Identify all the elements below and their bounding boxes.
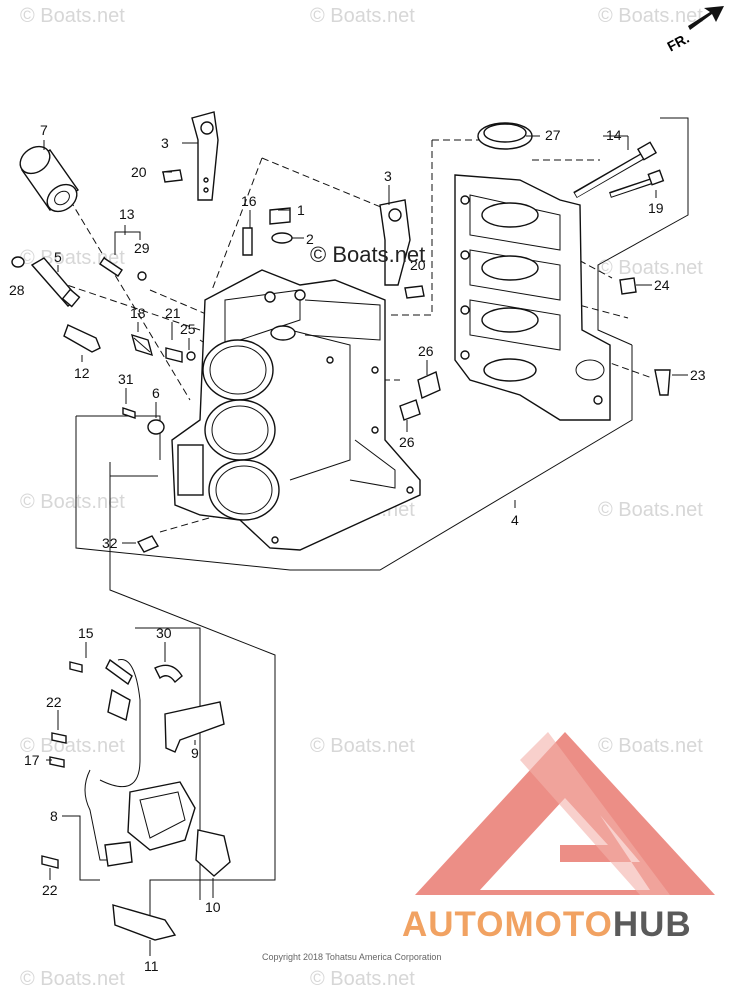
callout-8: 8 — [50, 808, 58, 824]
watermark: © Boats.net — [598, 499, 703, 521]
callout-31: 31 — [118, 371, 134, 387]
callout-6: 6 — [152, 385, 160, 401]
group-outline-4 — [75, 117, 689, 571]
lifting-bracket-right — [379, 199, 411, 286]
callout-leaders — [43, 135, 688, 956]
watermark: © Boats.net — [20, 735, 125, 757]
watermark: © Boats.net — [310, 5, 415, 27]
watermark: © Boats.net — [598, 735, 703, 757]
callout-32: 32 — [102, 535, 118, 551]
callout-30: 30 — [156, 625, 172, 641]
callout-2: 2 — [306, 231, 314, 247]
watermark: © Boats.net — [310, 968, 415, 988]
crankcase-bolts — [573, 141, 665, 199]
callout-12: 12 — [74, 365, 90, 381]
callout-20: 20 — [410, 257, 426, 273]
callout-labels: 1 2 3 3 4 5 6 7 8 9 10 11 12 13 14 15 16… — [9, 122, 706, 974]
callout-10: 10 — [205, 899, 221, 915]
automotohub-logo — [415, 732, 715, 895]
callout-24: 24 — [654, 277, 670, 293]
watermark: © Boats.net — [20, 968, 125, 988]
callout-4: 4 — [511, 512, 519, 528]
cylinder-block — [171, 269, 421, 551]
callout-22: 22 — [46, 694, 62, 710]
oil-filter — [19, 145, 79, 213]
callout-20: 20 — [131, 164, 147, 180]
callout-29: 29 — [134, 240, 150, 256]
crankcase — [454, 174, 611, 421]
callout-14: 14 — [606, 127, 622, 143]
callout-21: 21 — [165, 305, 181, 321]
callout-19: 19 — [648, 200, 664, 216]
center-watermark: © Boats.net — [310, 242, 425, 267]
callout-11: 11 — [144, 958, 159, 974]
lifting-bracket-left — [191, 111, 219, 201]
callout-26: 26 — [418, 343, 434, 359]
callout-5: 5 — [54, 249, 62, 265]
callout-9: 9 — [191, 745, 199, 761]
lower-group-outline — [109, 476, 276, 930]
callout-27: 27 — [545, 127, 561, 143]
front-label: FR. — [664, 30, 691, 55]
callout-23: 23 — [690, 367, 706, 383]
callout-22: 22 — [42, 882, 58, 898]
callout-28: 28 — [9, 282, 25, 298]
watermark: © Boats.net — [598, 5, 703, 27]
callout-3: 3 — [384, 168, 392, 184]
callout-7: 7 — [40, 122, 48, 138]
front-arrow-icon — [688, 6, 724, 30]
callout-26: 26 — [399, 434, 415, 450]
oil-seal — [477, 122, 533, 150]
brand-name: AUTOMOTOHUB — [402, 905, 692, 944]
watermark: © Boats.net — [20, 5, 125, 27]
callout-13: 13 — [119, 206, 135, 222]
callout-17: 17 — [24, 752, 40, 768]
watermark: © Boats.net — [20, 491, 125, 513]
callout-18: 18 — [130, 305, 146, 321]
watermark: © Boats.net — [598, 257, 703, 279]
callout-16: 16 — [241, 193, 257, 209]
logo-cutout — [480, 798, 650, 890]
watermark: © Boats.net — [310, 735, 415, 757]
callout-1: 1 — [297, 202, 305, 218]
callout-3: 3 — [161, 135, 169, 151]
small-parts-upper — [11, 169, 671, 553]
ignition-parts — [41, 627, 231, 941]
callout-25: 25 — [180, 321, 196, 337]
callout-15: 15 — [78, 625, 94, 641]
copyright-notice: Copyright 2018 Tohatsu America Corporati… — [262, 952, 441, 962]
